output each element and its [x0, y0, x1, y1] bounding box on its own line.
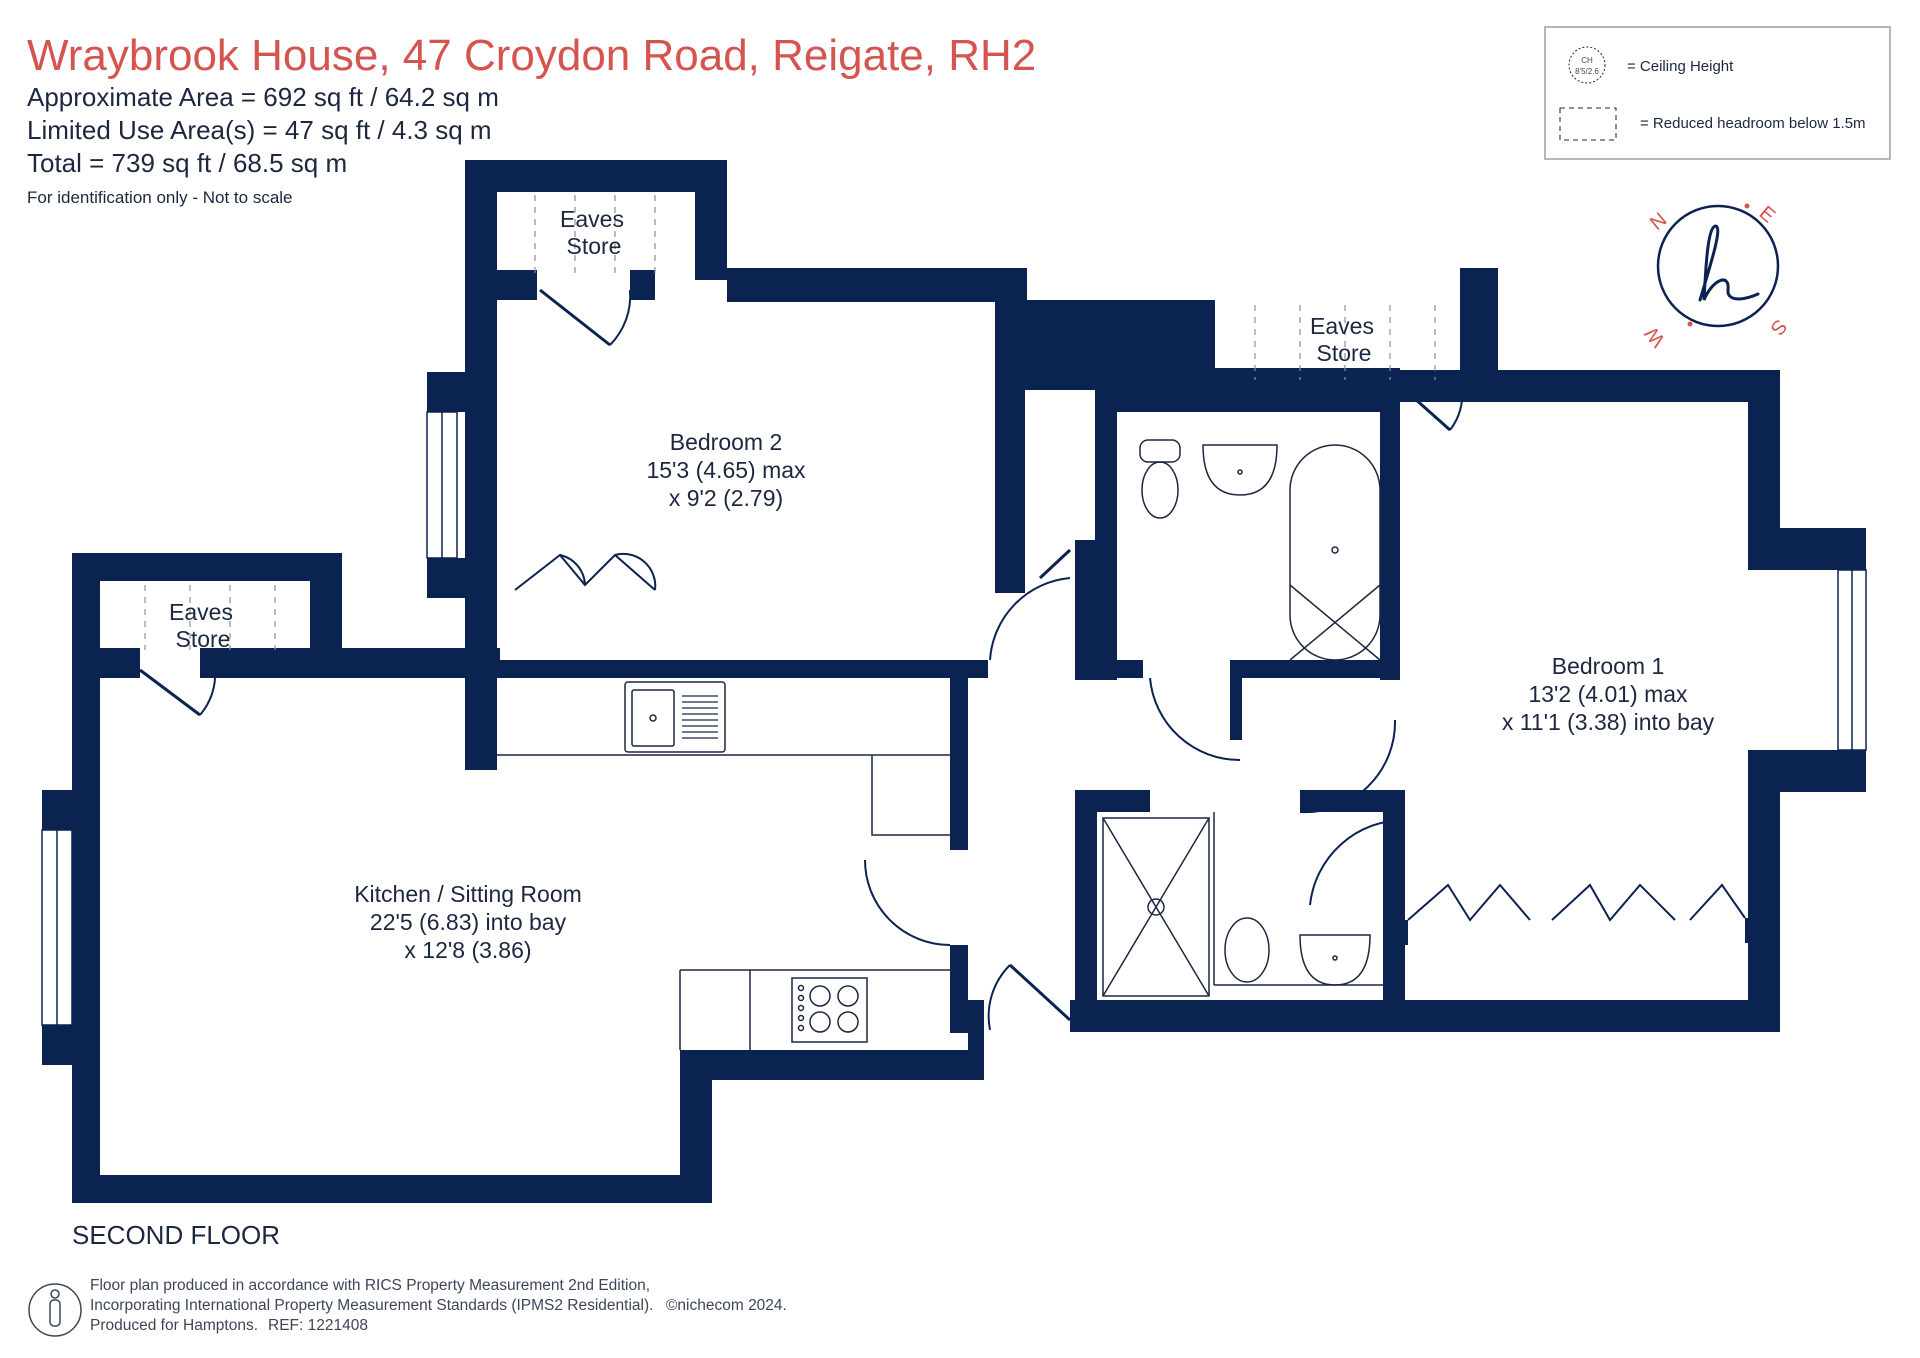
limited-use-area: Limited Use Area(s) = 47 sq ft / 4.3 sq … [27, 115, 492, 145]
ceiling-height-icon [1568, 46, 1606, 84]
compass-w: W [1641, 322, 1670, 351]
kitchen-dimension-2: x 12'8 (3.86) [404, 937, 531, 963]
eaves-store-right-label: Eaves Store [1310, 313, 1374, 366]
bath-icon [1289, 444, 1381, 661]
eaves-store-left-word1: Eaves [169, 599, 233, 625]
property-title: Wraybrook House, 47 Croydon Road, Reigat… [27, 31, 1036, 80]
shower-icon [1102, 817, 1210, 997]
bedroom1-dimension-1: 13'2 (4.01) max [1528, 681, 1688, 707]
hob-icon [791, 977, 868, 1043]
kitchen-name: Kitchen / Sitting Room [354, 881, 582, 907]
basin-icon [1202, 444, 1278, 496]
eaves-store-left-label: Eaves Store [169, 599, 233, 652]
reduced-headroom-icon [1559, 107, 1617, 141]
footer-line-1: Floor plan produced in accordance with R… [90, 1277, 650, 1294]
eaves-store-left-word2: Store [176, 626, 231, 652]
kitchen-fittings [497, 681, 950, 1050]
compass-n: N [1646, 209, 1671, 235]
windows [41, 411, 1867, 1026]
footer-produced-for: Produced for Hamptons. [90, 1317, 258, 1334]
ceiling-height-label: = Ceiling Height [1627, 58, 1734, 75]
bedroom1-label: Bedroom 1 13'2 (4.01) max x 11'1 (3.38) … [1502, 653, 1715, 735]
compass-s: S [1766, 315, 1791, 339]
compass: N E S W [1641, 202, 1791, 351]
eaves-dashes [144, 195, 1436, 650]
hamptons-h-logo-icon [1698, 224, 1760, 302]
toilet-icon [1224, 917, 1270, 983]
ceiling-badge-bottom: 8'5/2.6 [1575, 67, 1599, 76]
eaves-store-right-word1: Eaves [1310, 313, 1374, 339]
reduced-headroom-label: = Reduced headroom below 1.5m [1640, 115, 1866, 132]
ceiling-badge-top: CH [1581, 56, 1593, 65]
toilet-icon [1141, 461, 1179, 519]
eaves-store-top-label: Eaves Store [560, 206, 624, 259]
disclaimer: For identification only - Not to scale [27, 188, 293, 207]
walls [42, 160, 1866, 1203]
bedroom1-dimension-2: x 11'1 (3.38) into bay [1502, 709, 1715, 735]
bedroom2-name: Bedroom 2 [670, 429, 783, 455]
bathroom-fittings [1102, 439, 1383, 997]
floor-label: SECOND FLOOR [72, 1220, 280, 1250]
bedroom2-dimension-2: x 9'2 (2.79) [669, 485, 783, 511]
bedroom2-label: Bedroom 2 15'3 (4.65) max x 9'2 (2.79) [646, 429, 806, 511]
kitchen-label: Kitchen / Sitting Room 22'5 (6.83) into … [354, 881, 582, 963]
legend-box: CH 8'5/2.6 = Ceiling Height = Reduced he… [1544, 26, 1891, 160]
compass-e: E [1755, 202, 1779, 227]
approximate-area: Approximate Area = 692 sq ft / 64.2 sq m [27, 82, 499, 112]
doors [139, 288, 1746, 1031]
eaves-store-top-word2: Store [567, 233, 622, 259]
kitchen-dimension-1: 22'5 (6.83) into bay [370, 909, 567, 935]
footer-copyright: ©nichecom 2024. [666, 1297, 787, 1314]
drainer-icon [682, 695, 718, 739]
footer-ref: REF: 1221408 [268, 1317, 368, 1334]
bedroom2-dimension-1: 15'3 (4.65) max [646, 457, 806, 483]
sink-icon [624, 681, 726, 753]
eaves-store-right-word2: Store [1317, 340, 1372, 366]
person-icon [28, 1283, 82, 1337]
eaves-store-top-word1: Eaves [560, 206, 624, 232]
bedroom1-name: Bedroom 1 [1552, 653, 1665, 679]
total-area: Total = 739 sq ft / 68.5 sq m [27, 148, 347, 178]
footer-line-2: Incorporating International Property Mea… [90, 1297, 653, 1314]
